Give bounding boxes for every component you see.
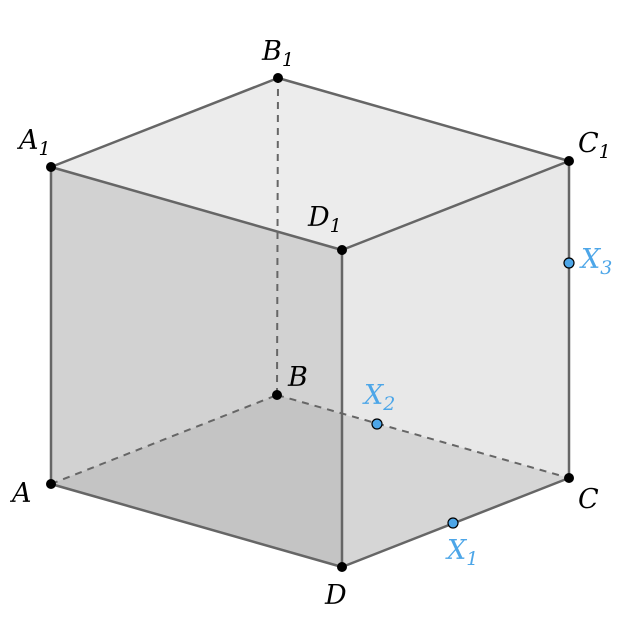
face-top	[51, 78, 569, 250]
marker-point-X2	[371, 418, 383, 430]
edge-B1-C1	[277, 76, 570, 163]
label-A1: A1	[16, 125, 51, 160]
vertex-point-C1	[564, 156, 574, 166]
label-C1: C1	[578, 128, 611, 163]
edge-A-B	[50, 394, 278, 485]
vertex-point-B	[272, 390, 282, 400]
marker-labels: X1 X2 X3	[362, 244, 612, 570]
face-bottom-left	[51, 395, 342, 567]
vertex-point-A1	[46, 162, 56, 172]
label-D1: D1	[307, 202, 342, 237]
marker-point-X3	[563, 257, 575, 269]
vertex-point-A	[46, 479, 56, 489]
edge-C1-D1	[341, 159, 570, 252]
edge-A1-B1	[50, 76, 279, 169]
edge-D1-A1	[50, 165, 343, 252]
vertex-labels: A B C D A1 B1 C1 D1	[9, 36, 611, 611]
marker-points	[371, 257, 575, 529]
visible-edges	[49, 76, 571, 569]
label-X2: X2	[362, 380, 395, 415]
edge-B-B1	[276, 77, 279, 396]
vertex-point-B1	[273, 73, 283, 83]
label-B1: B1	[261, 36, 294, 71]
vertex-point-C	[564, 473, 574, 483]
label-X3: X3	[579, 244, 612, 279]
label-C: C	[578, 484, 599, 515]
label-X1: X1	[445, 535, 478, 570]
edge-A-D	[50, 482, 343, 569]
vertex-point-D1	[337, 245, 347, 255]
hidden-edges	[50, 77, 570, 485]
marker-point-X1	[447, 517, 459, 529]
label-D: D	[324, 580, 347, 611]
vertex-points	[46, 73, 574, 572]
label-A: A	[9, 478, 32, 509]
label-B: B	[287, 362, 308, 393]
edge-B-C	[276, 394, 570, 479]
face-bottom-right	[342, 414, 569, 567]
vertex-point-D	[337, 562, 347, 572]
